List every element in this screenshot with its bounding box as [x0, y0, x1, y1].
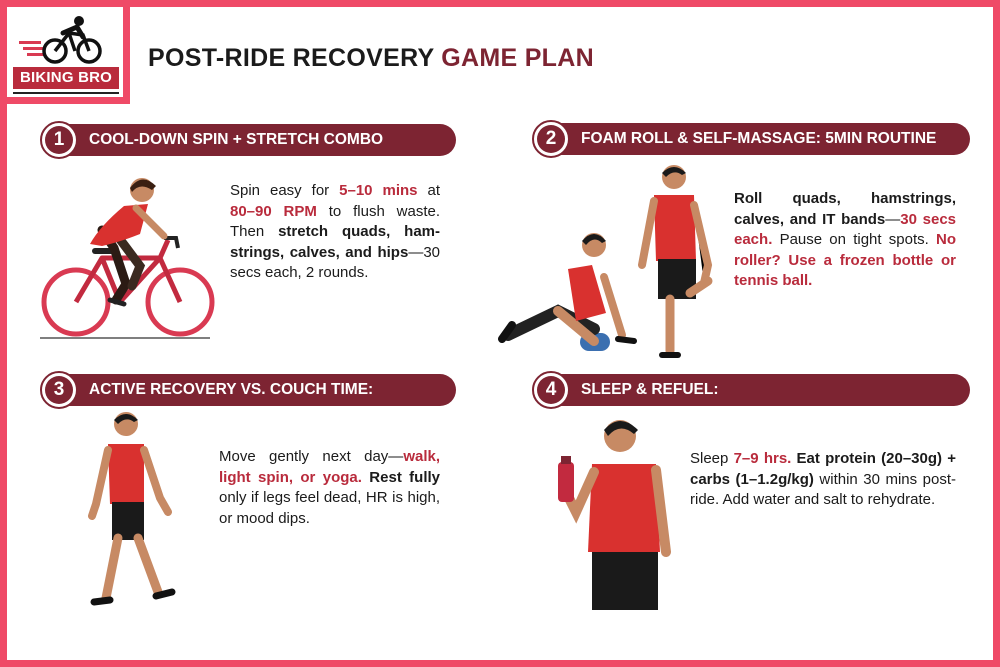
- drinking-person-illustration-icon: [558, 420, 671, 610]
- section-1-text: Spin easy for 5–10 mins at 80–90 RPM to …: [230, 182, 441, 281]
- section-1-header: 1 COOL-DOWN SPIN + STRETCH COMBO: [40, 121, 456, 159]
- cyclist-logo-icon: [19, 16, 102, 64]
- walking-person-illustration-icon: [88, 412, 176, 606]
- cyclist-illustration-icon: [40, 178, 215, 339]
- section-heading: COOL-DOWN SPIN + STRETCH COMBO: [89, 131, 384, 148]
- section-4-text: Sleep 7–9 hrs. Eat protein (20–30g) + ca…: [690, 450, 956, 508]
- page-title: POST-RIDE RECOVERY GAME PLAN: [148, 44, 594, 73]
- section-3-header: 3 ACTIVE RECOVERY VS. COUCH TIME:: [40, 371, 456, 409]
- section-number-badge: 3: [40, 371, 78, 409]
- section-3-text: Move gently next day—walk, light spin, o…: [219, 448, 441, 527]
- section-heading: SLEEP & REFUEL:: [581, 381, 719, 398]
- foam-roll-illustration-icon: [498, 165, 713, 358]
- brand-logo: BIKING BRO: [0, 0, 130, 104]
- section-4-header: 4 SLEEP & REFUEL:: [532, 371, 970, 409]
- brand-name: BIKING BRO: [13, 67, 119, 89]
- section-number-badge: 1: [40, 121, 78, 159]
- brand-underline: [13, 92, 119, 94]
- title-main: POST-RIDE RECOVERY: [148, 44, 435, 72]
- section-2-header: 2 FOAM ROLL & SELF-MASSAGE: 5MIN ROUTINE: [532, 120, 970, 158]
- section-number-badge: 2: [532, 120, 570, 158]
- title-accent: GAME PLAN: [441, 44, 594, 72]
- section-number-badge: 4: [532, 371, 570, 409]
- section-heading: FOAM ROLL & SELF-MASSAGE: 5MIN ROUTINE: [581, 130, 937, 147]
- section-heading: ACTIVE RECOVERY VS. COUCH TIME:: [89, 381, 374, 398]
- section-2-text: Roll quads, hamstrings, calves, and IT b…: [734, 190, 956, 289]
